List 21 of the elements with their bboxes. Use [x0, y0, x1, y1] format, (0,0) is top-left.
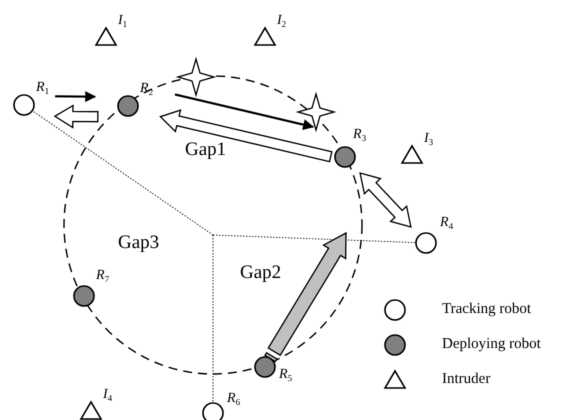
robot-label: R$_{1}$ [36, 80, 50, 98]
gap-label: Gap3 [118, 233, 160, 253]
robot-label: R$_{5}$ [279, 367, 292, 385]
robot-label: R$_{3}$ [353, 127, 366, 145]
block-arrow [54, 104, 99, 129]
robot-label: R$_{7}$ [96, 268, 110, 286]
intruder-label: I$_{4}$ [103, 387, 112, 405]
robot-label: R$_{6}$ [227, 391, 240, 409]
intruder-label: I$_{3}$ [424, 131, 434, 149]
arrow [55, 91, 96, 102]
intruder-label: I$_{2}$ [277, 13, 286, 31]
legend-label: Deploying robot [442, 335, 541, 353]
legend-label: Tracking robot [442, 300, 532, 318]
robot-label: R$_{4}$ [440, 215, 454, 233]
arrow [174, 93, 314, 130]
legend-label: Intruder [442, 370, 490, 388]
intruder-label: I$_{1}$ [118, 13, 128, 31]
block-arrow [359, 172, 412, 228]
gap-label: Gap2 [240, 263, 282, 283]
block-arrow [159, 109, 333, 162]
gap-label: Gap1 [185, 140, 226, 160]
